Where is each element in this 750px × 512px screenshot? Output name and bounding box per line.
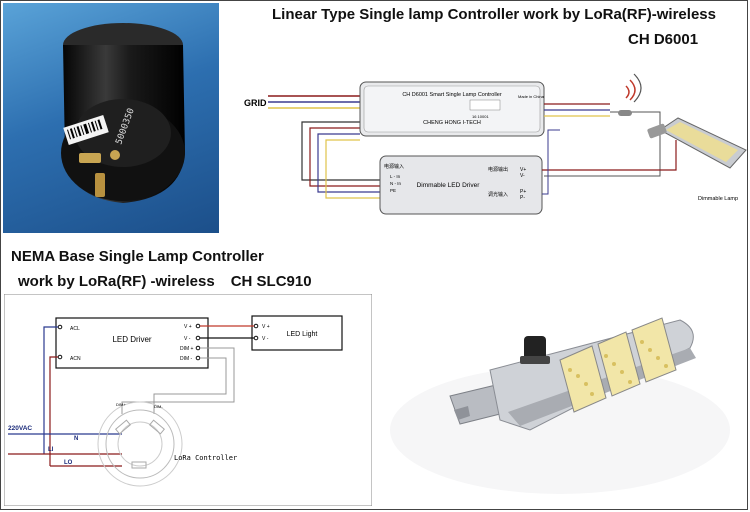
pin-dimminus: DIM - bbox=[180, 356, 193, 362]
pin-vminus: V - bbox=[184, 336, 191, 342]
nema-subtitle-text: work by LoRa(RF) -wireless bbox=[18, 273, 215, 290]
wire-lo-label: LO bbox=[64, 460, 73, 466]
driver-output-label: 电源输出 bbox=[488, 166, 508, 173]
driver-pin-pe: PE bbox=[390, 188, 396, 193]
light-pin-vplus: V + bbox=[262, 324, 270, 330]
dimmable-lamp-caption: Dimmable Lamp bbox=[698, 196, 738, 202]
supply-voltage-label: 220VAC bbox=[8, 425, 32, 432]
dimmable-led-driver-box bbox=[379, 155, 543, 215]
driver-pin-vminus: V- bbox=[520, 173, 525, 179]
driver-pin-pplus: P+ bbox=[520, 189, 526, 195]
driver-pin-l: L - In bbox=[390, 174, 401, 179]
light-pin-vminus: V - bbox=[262, 336, 269, 342]
street-light-photo bbox=[380, 300, 744, 506]
dim-plus-label: DIM+ bbox=[116, 402, 126, 407]
dimmable-lamp-icon bbox=[647, 117, 747, 169]
nema-subtitle: work by LoRa(RF) -wireless CH SLC910 bbox=[18, 273, 312, 290]
pin-dimplus: DIM + bbox=[180, 346, 194, 352]
made-in-label: Made in China bbox=[518, 94, 545, 99]
controller-brand: CHENG HONG I-TECH bbox=[423, 120, 481, 126]
dim-minus-label: DIM- bbox=[154, 404, 163, 409]
nema-cap-icon bbox=[524, 336, 546, 360]
nema-model: CH SLC910 bbox=[230, 273, 312, 290]
wire-li-label: LI bbox=[48, 447, 54, 453]
controller-title: CH D6001 Smart Single Lamp Controller bbox=[402, 92, 502, 98]
driver-name: Dimmable LED Driver bbox=[417, 182, 481, 189]
prong-left-icon bbox=[79, 153, 101, 163]
pin-vplus: V + bbox=[184, 324, 192, 330]
led-driver-box bbox=[55, 317, 209, 369]
led-light-box bbox=[251, 315, 343, 351]
led-light-label: LED Light bbox=[287, 331, 318, 338]
model-number: CH D6001 bbox=[628, 31, 699, 48]
linear-controller-wiring-diagram: GRID CH D6001 Smart Single Lamp Controll… bbox=[244, 73, 747, 215]
wire-n-label: N bbox=[74, 436, 78, 442]
led-module-icon bbox=[559, 317, 677, 413]
nema-title: NEMA Base Single Lamp Controller bbox=[11, 248, 264, 265]
driver-pin-pminus: P- bbox=[520, 195, 525, 201]
grid-label: GRID bbox=[244, 98, 267, 108]
driver-input-label: 电源输入 bbox=[384, 163, 404, 170]
prong-bottom-icon bbox=[95, 173, 105, 197]
pin-acn: ACN bbox=[70, 356, 81, 362]
driver-pin-vplus: V+ bbox=[520, 167, 526, 173]
lora-controller-icon bbox=[97, 401, 183, 487]
nema-wiring-diagram: LED Driver ACL ACN V + V - DIM + DIM - L… bbox=[4, 294, 372, 506]
driver-dim-label: 调光输入 bbox=[488, 191, 508, 198]
nema-controller-photo: 5000350 bbox=[3, 3, 219, 233]
controller-serial: 16 10001 bbox=[472, 114, 489, 119]
pin-acl: ACL bbox=[70, 326, 80, 332]
lora-controller-label: LoRa Controller bbox=[174, 454, 237, 462]
wireless-signal-icon bbox=[618, 73, 642, 116]
page-title: Linear Type Single lamp Controller work … bbox=[272, 6, 716, 23]
driver-pin-n: N - In bbox=[390, 181, 401, 186]
led-driver-label: LED Driver bbox=[112, 335, 151, 344]
